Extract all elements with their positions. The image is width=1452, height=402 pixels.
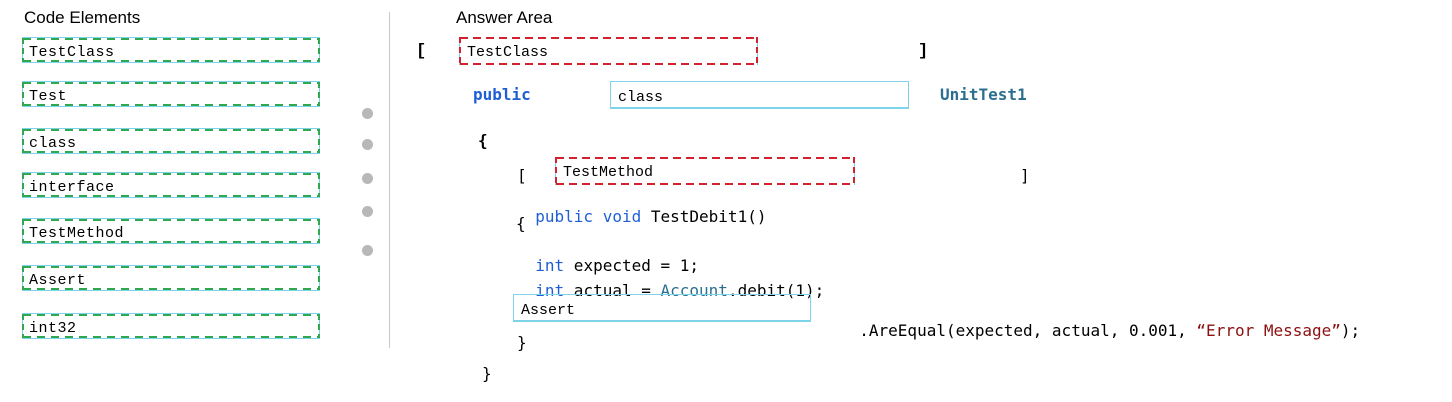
expected-declaration: expected = 1; — [564, 256, 700, 275]
method-public-keyword: public — [535, 207, 594, 226]
expected-line: int expected = 1; — [516, 237, 699, 275]
expected-int-keyword: int — [535, 256, 565, 275]
account-type: Account — [660, 281, 728, 300]
outer-open-brace: { — [478, 131, 488, 150]
move-down-dot[interactable] — [362, 206, 373, 217]
attr-close-bracket: ] — [918, 42, 929, 61]
error-message-string: “Error Message” — [1196, 321, 1341, 340]
public-keyword: public — [473, 85, 531, 104]
attr-open-bracket: [ — [416, 42, 427, 61]
answer-slot-method-attribute[interactable]: TestMethod — [555, 157, 855, 185]
code-element-testclass[interactable]: TestClass — [22, 37, 320, 63]
method-name: TestDebit1() — [641, 207, 767, 226]
answer-slot-assert-class[interactable]: Assert — [513, 294, 811, 322]
method-attr-open-bracket: [ — [517, 166, 527, 185]
actual-line: int actual = Account.debit(1); — [516, 262, 824, 300]
panel-divider — [389, 12, 390, 348]
code-element-testmethod[interactable]: TestMethod — [22, 218, 320, 244]
debit-call: .debit(1); — [727, 281, 825, 300]
method-void-keyword: void — [602, 207, 642, 226]
answer-area-heading: Answer Area — [456, 8, 553, 27]
inner-open-brace: { — [516, 214, 526, 233]
assert-call-end: ); — [1340, 321, 1361, 340]
answer-slot-class-keyword[interactable]: class — [610, 81, 909, 109]
method-signature: public void TestDebit1() — [516, 188, 766, 226]
move-up-dot[interactable] — [362, 173, 373, 184]
actual-int-keyword: int — [535, 281, 565, 300]
actual-assignment: actual = — [564, 281, 661, 300]
class-name: UnitTest1 — [940, 85, 1027, 104]
assert-call-line: .AreEqual(expected, actual, 0.001, “Erro… — [840, 302, 1360, 340]
answer-slot-class-attribute[interactable]: TestClass — [459, 37, 758, 65]
are-equal-call: .AreEqual(expected, actual, 0.001, — [859, 321, 1197, 340]
code-element-test[interactable]: Test — [22, 81, 320, 107]
move-right-dot[interactable] — [362, 108, 373, 119]
outer-close-brace: } — [482, 364, 492, 383]
code-element-class[interactable]: class — [22, 128, 320, 154]
method-attr-close-bracket: ] — [1020, 166, 1030, 185]
move-left-dot[interactable] — [362, 139, 373, 150]
inner-close-brace: } — [517, 333, 527, 352]
code-element-int32[interactable]: int32 — [22, 313, 320, 339]
reset-dot[interactable] — [362, 245, 373, 256]
code-element-interface[interactable]: interface — [22, 172, 320, 198]
code-elements-heading: Code Elements — [24, 8, 141, 27]
code-element-assert[interactable]: Assert — [22, 265, 320, 291]
